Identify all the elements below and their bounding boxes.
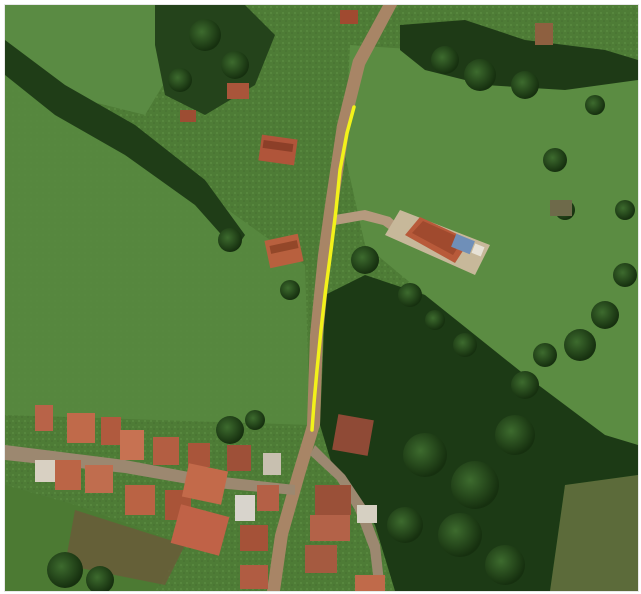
field-upper-left — [5, 5, 175, 115]
bare-soil-patch — [65, 510, 185, 585]
houses-upper — [180, 10, 572, 269]
forest-top-right — [400, 20, 638, 90]
field-left — [5, 75, 310, 425]
satellite-map[interactable] — [4, 4, 639, 592]
village-houses — [35, 405, 385, 591]
dirt-road — [267, 5, 397, 591]
farmhouse — [385, 210, 490, 275]
road-trace-highlight — [310, 105, 356, 432]
field-bottom-right — [550, 475, 638, 591]
driveway — [335, 210, 405, 235]
hedgerow-left — [5, 40, 245, 250]
tree-clumps — [47, 19, 637, 591]
map-canvas — [5, 5, 638, 591]
